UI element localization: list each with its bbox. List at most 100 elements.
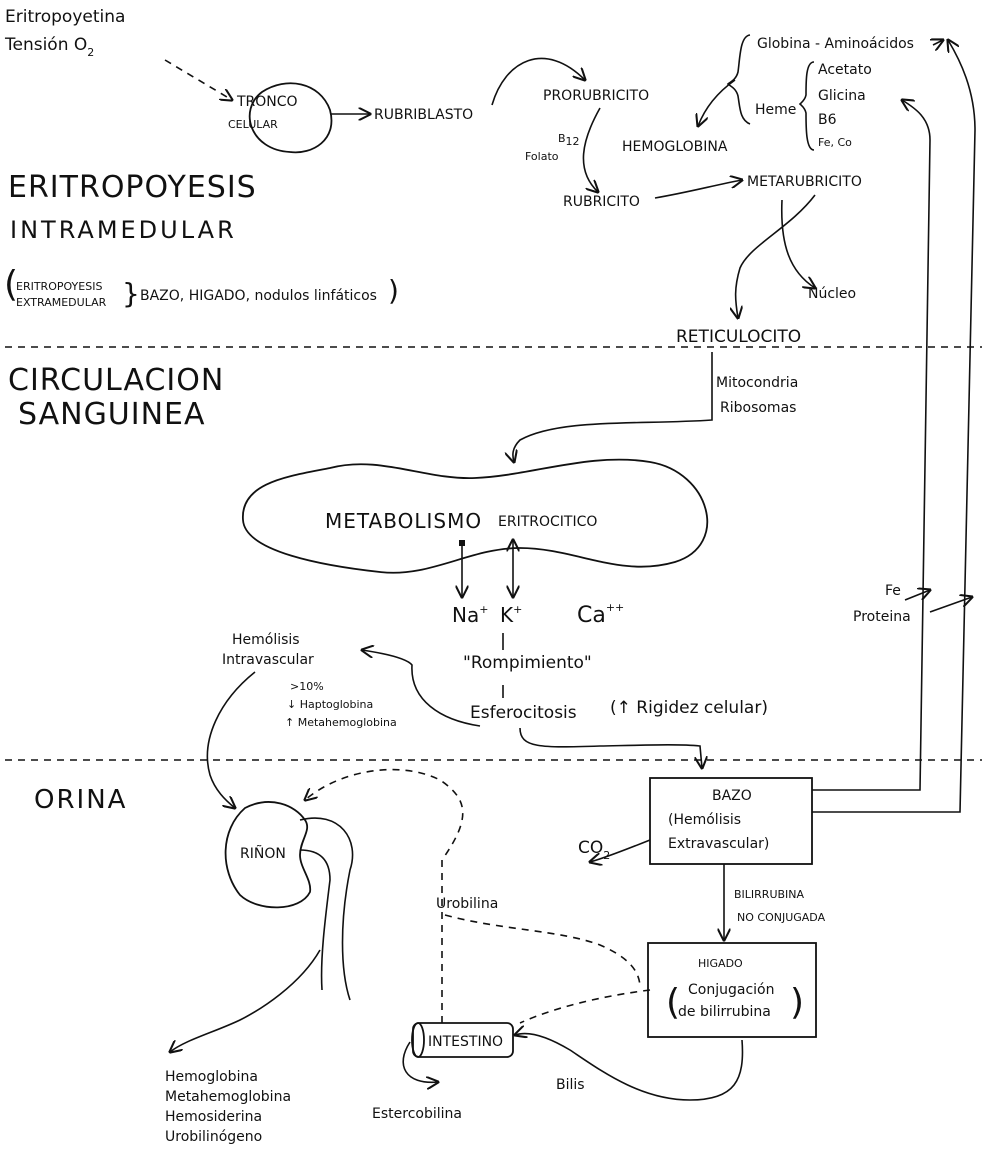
heme-label: Heme bbox=[755, 102, 796, 118]
k-label: K+ bbox=[500, 603, 522, 627]
eritropoyesis-title: ERITROPOYESIS bbox=[8, 170, 257, 205]
acetato-label: Acetato bbox=[818, 62, 872, 78]
mitocondria-label: Mitocondria bbox=[716, 375, 798, 391]
pct-label: >10% bbox=[290, 680, 324, 693]
rinon-shape bbox=[224, 801, 312, 909]
eritrocitico-label: ERITROCITICO bbox=[498, 514, 597, 530]
arrow-to-hemoglobina bbox=[698, 79, 736, 126]
globina-label: Globina - Aminoácidos bbox=[757, 36, 914, 52]
higado-label-3: de bilirrubina bbox=[678, 1004, 771, 1020]
fe-co-label: Fe, Co bbox=[818, 136, 852, 149]
urine-item-1: Hemoglobina bbox=[165, 1069, 258, 1085]
metarubricito-label: METARUBRICITO bbox=[747, 174, 862, 190]
folato-label: Folato bbox=[525, 150, 559, 163]
bilirrubina-label-1: BILIRRUBINA bbox=[734, 888, 805, 901]
bilirrubina-label-2: NO CONJUGADA bbox=[737, 911, 826, 924]
haptoglobina-label: ↓ Haptoglobina bbox=[287, 698, 373, 711]
arrow-fe bbox=[904, 590, 930, 601]
proteina-label: Proteina bbox=[853, 609, 911, 625]
hemolisis-label: Hemólisis bbox=[232, 632, 300, 648]
higado-paren-close: ) bbox=[790, 982, 804, 1023]
higado-label: HIGADO bbox=[698, 957, 743, 970]
na-label: Na+ bbox=[452, 603, 488, 627]
fe-label: Fe bbox=[885, 583, 901, 599]
extra-label-1: ERITROPOYESIS bbox=[16, 280, 102, 293]
metahemoglobina-label: ↑ Metahemoglobina bbox=[285, 716, 397, 729]
ca-label: Ca++ bbox=[577, 601, 624, 628]
estercobilina-label: Estercobilina bbox=[372, 1106, 462, 1122]
recycle-line-proteina bbox=[812, 40, 976, 813]
arrow-higado-to-intestino bbox=[515, 1033, 744, 1101]
rubriblasto-label: RUBRIBLASTO bbox=[374, 107, 473, 123]
circulacion-title: CIRCULACION bbox=[8, 363, 224, 398]
metabolismo-cell bbox=[242, 458, 709, 574]
arrow-prorubricito-to-rubricito bbox=[582, 107, 601, 192]
orina-title: ORINA bbox=[34, 785, 127, 815]
metabolismo-label: METABOLISMO bbox=[325, 509, 482, 533]
ribosomas-label: Ribosomas bbox=[720, 400, 796, 416]
rinon-label: RIÑON bbox=[240, 845, 286, 862]
arrow-proteina bbox=[929, 597, 972, 613]
arrow-metarubricito-to-nucleo bbox=[780, 199, 815, 288]
reticulocito-label: RETICULOCITO bbox=[676, 327, 801, 347]
arrow-rubricito-to-metarubricito bbox=[654, 180, 742, 199]
tronco-label-2: CELULAR bbox=[228, 118, 278, 131]
arrow-intestino-to-estercobilina bbox=[402, 1041, 438, 1082]
bazo-label: BAZO bbox=[712, 788, 752, 804]
tronco-label-1: TRONCO bbox=[236, 94, 298, 110]
intestino-shape bbox=[412, 1022, 514, 1058]
prorubricito-label: PRORUBRICITO bbox=[543, 88, 649, 104]
bracket-main bbox=[726, 34, 751, 125]
bazo-label-2: (Hemólisis bbox=[668, 812, 741, 828]
extra-close-paren: ) bbox=[388, 274, 399, 307]
co2-label: CO2 bbox=[578, 838, 610, 862]
rompimiento-label: "Rompimiento" bbox=[463, 653, 592, 673]
higado-label-2: Conjugación bbox=[688, 982, 774, 998]
arrow-esferocitosis-to-bazo bbox=[519, 727, 702, 768]
extramedular-paren: ( bbox=[4, 264, 18, 305]
urine-item-2: Metahemoglobina bbox=[165, 1089, 291, 1105]
arrow-inputs-to-tronco bbox=[164, 59, 232, 100]
extra-label-2: EXTRAMEDULAR bbox=[16, 296, 107, 309]
extra-brace: } bbox=[122, 277, 140, 310]
eritropoyetina-label: Eritropoyetina bbox=[5, 7, 125, 27]
arrow-aminoacidos bbox=[933, 40, 943, 45]
extra-sites-label: BAZO, HIGADO, nodulos linfáticos bbox=[140, 288, 377, 304]
b6-label: B6 bbox=[818, 112, 837, 128]
sanguinea-title: SANGUINEA bbox=[18, 397, 206, 432]
glicina-label: Glicina bbox=[818, 88, 866, 104]
hemoglobina-label: HEMOGLOBINA bbox=[622, 139, 728, 155]
intramedular-title: INTRAMEDULAR bbox=[10, 216, 237, 244]
urobilina-label: Urobilina bbox=[436, 896, 498, 912]
ureter-inner bbox=[299, 849, 331, 991]
rigidez-label: (↑ Rigidez celular) bbox=[610, 698, 768, 718]
recycle-line-fe bbox=[812, 100, 931, 791]
b12-label: B12 bbox=[558, 132, 580, 148]
arrow-esferocitosis-to-hemolisis bbox=[362, 650, 481, 727]
arrow-rubriblasto-to-prorubricito bbox=[491, 57, 585, 106]
intestino-label: INTESTINO bbox=[428, 1034, 503, 1050]
tension-label: Tensión O2 bbox=[4, 35, 94, 59]
arrow-reticulocito-to-metabolismo bbox=[513, 352, 713, 462]
arrow-metarubricito-to-reticulocito bbox=[736, 194, 816, 318]
urine-item-3: Hemosiderina bbox=[165, 1109, 262, 1125]
tronco-loop bbox=[248, 82, 333, 154]
intravascular-label: Intravascular bbox=[222, 652, 314, 668]
bazo-label-3: Extravascular) bbox=[668, 836, 769, 852]
higado-paren-open: ( bbox=[666, 982, 680, 1023]
urine-item-4: Urobilinógeno bbox=[165, 1129, 262, 1145]
intestino-end bbox=[411, 1022, 425, 1058]
arrow-rinon-to-urine bbox=[170, 949, 321, 1052]
bracket-heme bbox=[798, 61, 815, 151]
path-urobilina-dashed bbox=[444, 914, 641, 989]
arrow-bazo-to-co2 bbox=[590, 839, 651, 862]
path-higado-intestino-dashed bbox=[519, 989, 651, 1024]
rubricito-label: RUBRICITO bbox=[563, 194, 640, 210]
ureter-outer bbox=[299, 817, 354, 1001]
bazo-box bbox=[649, 777, 813, 865]
nucleo-label: Núcleo bbox=[808, 286, 856, 302]
bilis-label: Bilis bbox=[556, 1077, 585, 1093]
na-pump bbox=[459, 540, 465, 546]
